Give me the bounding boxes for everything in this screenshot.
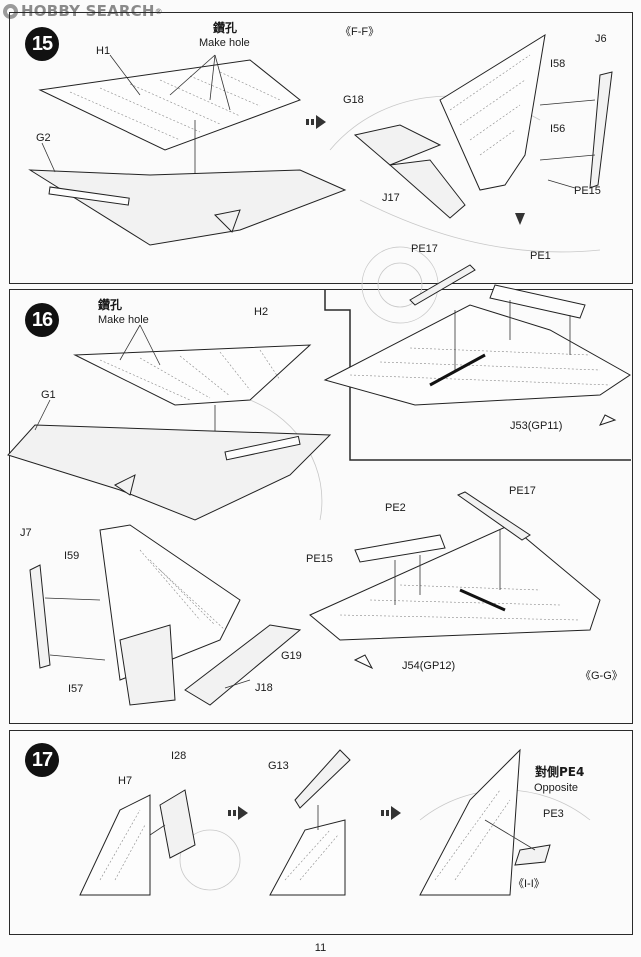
next-step-arrow-17b <box>381 806 401 820</box>
step-16-badge: 16 <box>25 303 59 337</box>
part-assembled-wing-bottom <box>309 491 601 670</box>
step-15-panel <box>9 12 633 284</box>
part-label-pe15-step15: PE15 <box>574 185 601 197</box>
part-label-i58: I58 <box>550 58 566 70</box>
next-step-arrow-15 <box>306 115 326 129</box>
part-label-h1: H1 <box>96 45 111 57</box>
view-label-g-g: 《G-G》 <box>580 670 623 682</box>
part-label-pe15-step16: PE15 <box>306 553 333 565</box>
opposite-label: Opposite <box>534 782 579 794</box>
part-pe4-fin-assembly <box>419 748 551 896</box>
part-g1-lower-wing <box>7 399 332 521</box>
part-label-i57: I57 <box>68 683 84 695</box>
part-h7-tail-fin <box>79 789 196 896</box>
part-label-pe2: PE2 <box>385 502 406 514</box>
make-hole-label: Make hole <box>199 37 250 49</box>
next-step-arrow-17a <box>228 806 248 820</box>
make-hole-cjk-label-16: 鑽孔 <box>98 298 123 312</box>
page-number: 11 <box>314 942 327 954</box>
part-label-j18: J18 <box>255 682 273 694</box>
step-15-badge: 15 <box>25 27 59 61</box>
part-label-j6: J6 <box>595 33 607 45</box>
watermark-registered-mark: ® <box>154 6 163 16</box>
part-tail-assembly-16 <box>29 524 302 706</box>
part-label-g2: G2 <box>36 132 51 144</box>
part-label-g1: G1 <box>41 389 56 401</box>
part-label-g13: G13 <box>268 760 289 772</box>
part-label-j7: J7 <box>20 527 32 539</box>
opposite-pe4-cjk-label: 對側PE4 <box>535 765 585 779</box>
part-label-pe1: PE1 <box>530 250 551 262</box>
part-g13-fin-assembly <box>269 749 351 896</box>
view-label-i-i: 《I-I》 <box>513 878 545 890</box>
part-label-j17: J17 <box>382 192 400 204</box>
part-g2-lower-wing <box>28 142 347 246</box>
step-16-panel <box>9 289 633 724</box>
step-17-badge: 17 <box>25 743 59 777</box>
part-label-j53: J53(GP11) <box>510 420 563 432</box>
part-label-h7: H7 <box>118 775 133 787</box>
part-label-i56: I56 <box>550 123 566 135</box>
part-label-h2: H2 <box>254 306 269 318</box>
part-label-g18: G18 <box>343 94 364 106</box>
make-hole-label-16: Make hole <box>98 314 149 326</box>
part-h1-upper-wing <box>38 54 302 151</box>
part-h2-upper-wing <box>73 344 312 406</box>
watermark-brand: HOBBY SEARCH <box>21 2 155 20</box>
part-assembled-wing-top <box>323 264 631 426</box>
part-label-i59: I59 <box>64 550 80 562</box>
hobby-search-logo-icon <box>3 3 18 19</box>
part-label-pe17-top: PE17 <box>411 243 438 255</box>
make-hole-cjk-label: 鑽孔 <box>213 21 238 35</box>
step-16-divider <box>324 289 631 461</box>
part-label-j54: J54(GP12) <box>402 660 456 672</box>
view-label-f-f: 《F-F》 <box>340 26 380 38</box>
part-label-g19: G19 <box>281 650 302 662</box>
step-17-panel <box>9 730 633 935</box>
part-label-pe3: PE3 <box>543 808 564 820</box>
part-label-i28: I28 <box>171 750 187 762</box>
part-label-pe17-bottom: PE17 <box>509 485 536 497</box>
hobby-search-watermark: HOBBY SEARCH ® <box>0 0 166 22</box>
part-f-f-tail-assembly <box>353 33 613 225</box>
